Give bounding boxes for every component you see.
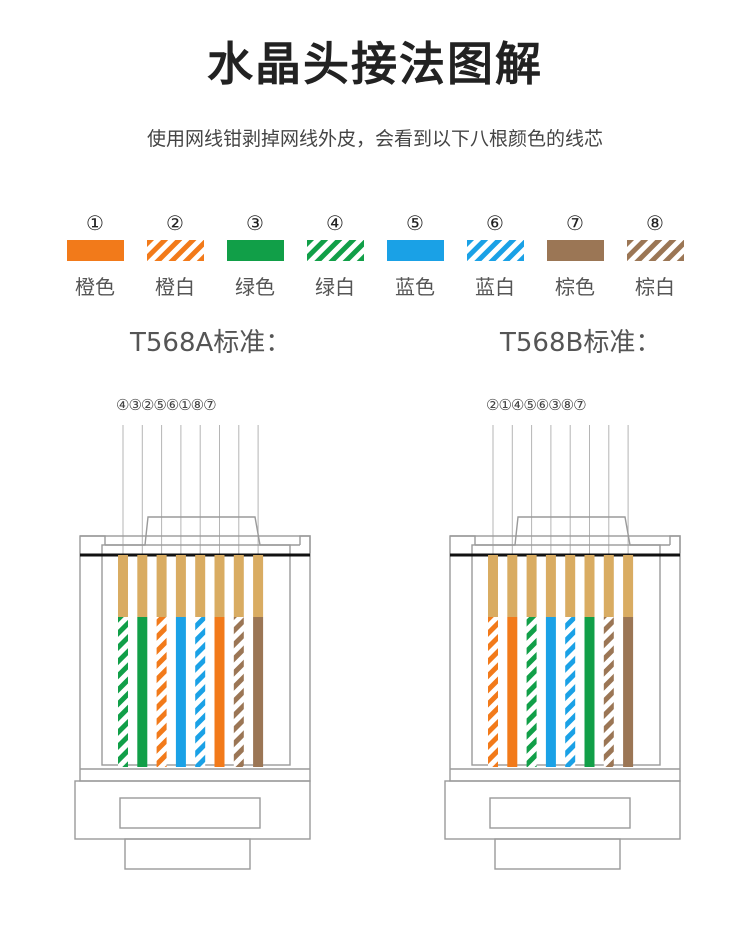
pin-contact [175,555,186,617]
legend-item-3: ③ 绿色 [215,210,295,300]
wire-core [584,617,595,767]
legend-label: 棕色 [555,275,595,299]
pin-contact [507,555,518,617]
pin-contact [214,555,225,617]
legend-number: ③ [246,211,264,235]
legend-item-2: ② 橙白 [135,210,215,300]
pin-contact [118,555,128,617]
pin-contact [526,555,537,617]
pin-contact [565,555,576,617]
wire-core [156,617,167,767]
legend-number: ⑥ [486,211,504,235]
wire-core [233,617,244,767]
wire-core [195,617,206,767]
swatch-fill [66,240,124,261]
legend-number: ② [166,211,184,235]
legend-number: ⑧ [646,211,664,235]
legend-swatch-8 [626,240,684,261]
wire-core [137,617,148,767]
legend-number: ① [86,211,104,235]
page-title: 水晶头接法图解 [207,37,543,91]
legend-label: 绿色 [235,275,275,299]
legend-number: ⑤ [406,211,424,235]
pin-contact [603,555,614,617]
legend-item-4: ④ 绿白 [295,210,375,300]
swatch-fill [546,240,604,261]
pin-contact [488,555,498,617]
legend-label: 棕白 [635,275,675,299]
swatch-fill [146,240,204,261]
wire-core [623,617,634,767]
legend-item-1: ① 橙色 [55,210,135,300]
legend-swatch-1 [66,240,124,261]
wire-core [214,617,225,767]
legend-swatch-7 [546,240,604,261]
legend-swatch-6 [466,240,524,261]
wire-core [488,617,498,767]
swatch-fill [386,240,444,261]
legend-label: 橙白 [155,275,195,299]
wire-core [545,617,556,767]
t568b-pin-order: ②①④⑤⑥③⑧⑦ [486,396,587,414]
legend-swatch-2 [146,240,204,261]
legend-item-8: ⑧ 棕白 [615,210,695,300]
connector-housing [444,516,681,870]
swatch-fill [226,240,284,261]
legend-item-7: ⑦ 棕色 [535,210,615,300]
legend-number: ⑦ [566,211,584,235]
swatch-fill [306,240,364,261]
wire-core [526,617,537,767]
t568b-title: T568B标准： [500,328,662,358]
legend-label: 蓝色 [395,275,435,299]
wire-core [507,617,518,767]
pin-contact [195,555,206,617]
swatch-fill [626,240,684,261]
wire-core [175,617,186,767]
legend-label: 橙色 [75,275,115,299]
pin-contact [545,555,556,617]
legend-swatch-5 [386,240,444,261]
t568a-connector-diagram [74,425,311,870]
page-subtitle: 使用网线钳剥掉网线外皮，会看到以下八根颜色的线芯 [146,128,603,150]
legend-label: 绿白 [315,275,355,299]
pin-contact [253,555,264,617]
connector-housing [74,516,311,870]
pin-contact [137,555,148,617]
t568a-pin-order: ④③②⑤⑥①⑧⑦ [116,396,217,414]
wire-core [118,617,128,767]
legend-swatch-4 [306,240,364,261]
wire-core [603,617,614,767]
pin-contact [584,555,595,617]
t568b-connector-diagram [444,425,681,870]
legend-label: 蓝白 [475,275,515,299]
legend-swatch-3 [226,240,284,261]
pin-contact [623,555,634,617]
pin-contact [156,555,167,617]
legend-item-6: ⑥ 蓝白 [455,210,535,300]
legend-item-5: ⑤ 蓝色 [375,210,455,300]
legend-number: ④ [326,211,344,235]
swatch-fill [466,240,524,261]
t568a-title: T568A标准： [130,328,292,358]
wire-core [565,617,576,767]
pin-contact [233,555,244,617]
wire-core [253,617,264,767]
